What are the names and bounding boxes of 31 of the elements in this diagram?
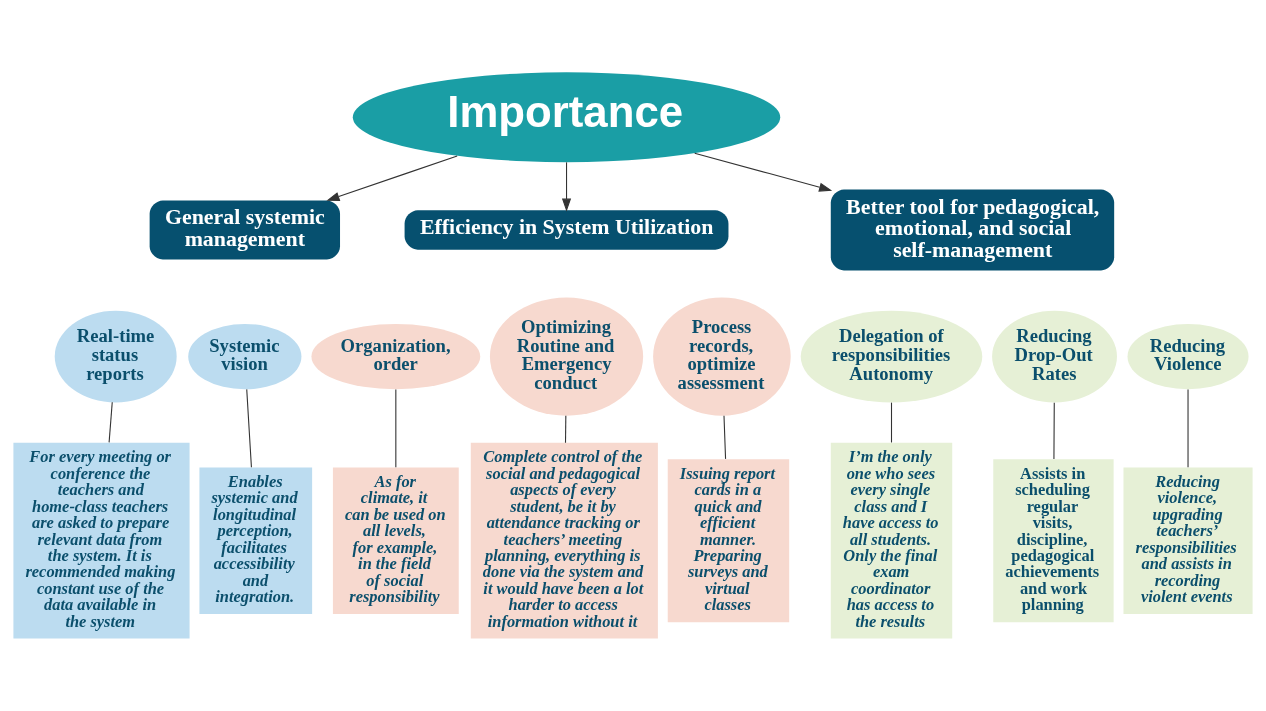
node-box: Assists in scheduling regular visits, discipline, pedagogical achievements and work planning bbox=[993, 459, 1114, 623]
connector bbox=[246, 388, 252, 468]
arrow bbox=[694, 152, 833, 192]
node-box: Efficiency in System Utilization bbox=[404, 210, 729, 250]
connector bbox=[1053, 402, 1055, 460]
connector bbox=[564, 415, 567, 444]
node-box: Issuing report cards in a quick and efficient manner. Preparing surveys and virtual classes bbox=[667, 459, 790, 623]
node-ellipse: Organization, order bbox=[311, 323, 481, 390]
connector bbox=[1187, 388, 1189, 468]
node-ellipse: Systemic vision bbox=[188, 323, 302, 390]
node-ellipse: Importance bbox=[352, 72, 781, 163]
connector bbox=[108, 401, 113, 443]
connector bbox=[723, 415, 727, 460]
node-box: Enables systemic and longitudinal perception, facilitates accessibility and integration. bbox=[199, 467, 313, 614]
node-box: As for climate, it can be used on all levels, for example, in the field of social responsibility bbox=[332, 467, 459, 614]
node-box: For every meeting or conference the teachers and home-class teachers are asked to prepare relevant data from the system. It is recommended making constant use of the data available in the system bbox=[13, 442, 190, 639]
node-ellipse: Process records, optimize assessment bbox=[653, 297, 791, 416]
node-ellipse: Reducing Drop-Out Rates bbox=[992, 310, 1117, 403]
connector bbox=[395, 388, 397, 468]
arrow bbox=[561, 161, 572, 212]
node-ellipse: Real-time status reports bbox=[54, 310, 177, 403]
node-ellipse: Reducing Violence bbox=[1127, 323, 1249, 390]
node-ellipse: Optimizing Routine and Emergency conduct bbox=[489, 297, 644, 416]
node-ellipse: Delegation of responsibilities Autonomy bbox=[800, 310, 983, 403]
arrow bbox=[326, 155, 458, 201]
node-box: Reducing violence, upgrading teachers’ responsibilities and assists in recording violent events bbox=[1123, 467, 1253, 614]
node-box: Complete control of the social and pedagogical aspects of every student, be it by attendance tracking or teachers’ meeting planning, everything is done via the system and it would have been a lot harder to access information without it bbox=[470, 442, 658, 639]
node-box: Better tool for pedagogical, emotional, and social self-management bbox=[830, 189, 1115, 271]
connector bbox=[890, 402, 893, 443]
node-box: General systemic management bbox=[149, 200, 341, 260]
node-box: I’m the only one who sees every single class and I have access to all students. Only the final exam coordinator has access to the results bbox=[830, 442, 953, 639]
